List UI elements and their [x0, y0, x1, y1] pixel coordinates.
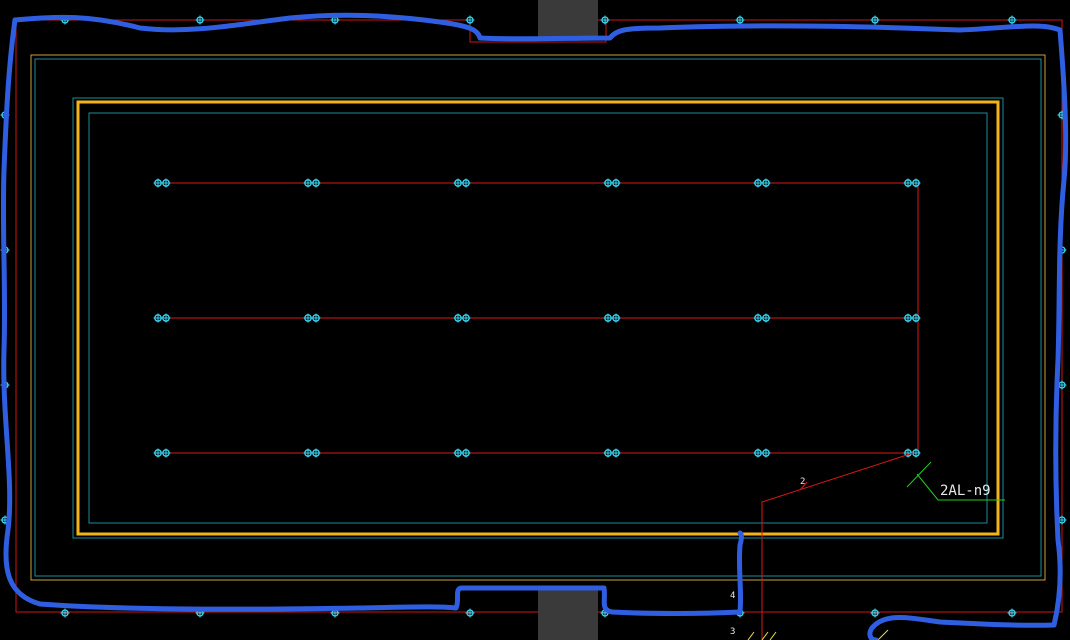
light-fixture [753, 313, 771, 323]
circuit-label: 2AL-n9 [940, 483, 991, 499]
perimeter-marker [1007, 15, 1017, 25]
outer-wall-inner-line [34, 58, 1042, 577]
home-run-wire [761, 452, 914, 640]
light-fixture [153, 448, 171, 458]
light-fixtures [153, 178, 921, 458]
light-fixture [603, 448, 621, 458]
wire-number-3: 3 [730, 627, 735, 637]
light-fixture [903, 313, 921, 323]
inner-frame-outer-line [72, 97, 1004, 539]
light-fixture [603, 313, 621, 323]
light-fixture [903, 178, 921, 188]
light-fixture [303, 448, 321, 458]
light-fixture [303, 178, 321, 188]
perimeter-marker [600, 15, 610, 25]
inner-frame [76, 100, 1000, 536]
light-fixture [753, 178, 771, 188]
hatch-marks [747, 629, 889, 640]
blue-freehand-outline [12, 12, 1069, 640]
structural-column-top [538, 0, 598, 40]
perimeter-marker [1007, 608, 1017, 618]
wire-number-4: 4 [730, 591, 735, 601]
light-fixture [753, 448, 771, 458]
perimeter-marker [465, 15, 475, 25]
perimeter-marker [60, 608, 70, 618]
light-fixture [453, 178, 471, 188]
wire-number-2: 2 [800, 477, 805, 487]
perimeter-marker [465, 608, 475, 618]
perimeter-marker [870, 608, 880, 618]
light-fixture [153, 178, 171, 188]
outer-wall-line [30, 54, 1046, 581]
perimeter-marker [735, 15, 745, 25]
light-fixture [303, 313, 321, 323]
light-fixture [153, 313, 171, 323]
light-fixture [453, 448, 471, 458]
inner-frame-inner-line [88, 112, 988, 524]
perimeter-marker [870, 15, 880, 25]
blue-freehand-outline-west [0, 17, 744, 616]
light-fixture [453, 313, 471, 323]
light-fixture [603, 178, 621, 188]
circuit-annotation-leader [906, 461, 1005, 501]
structural-column-bottom [538, 590, 598, 640]
perimeter-marker [195, 15, 205, 25]
